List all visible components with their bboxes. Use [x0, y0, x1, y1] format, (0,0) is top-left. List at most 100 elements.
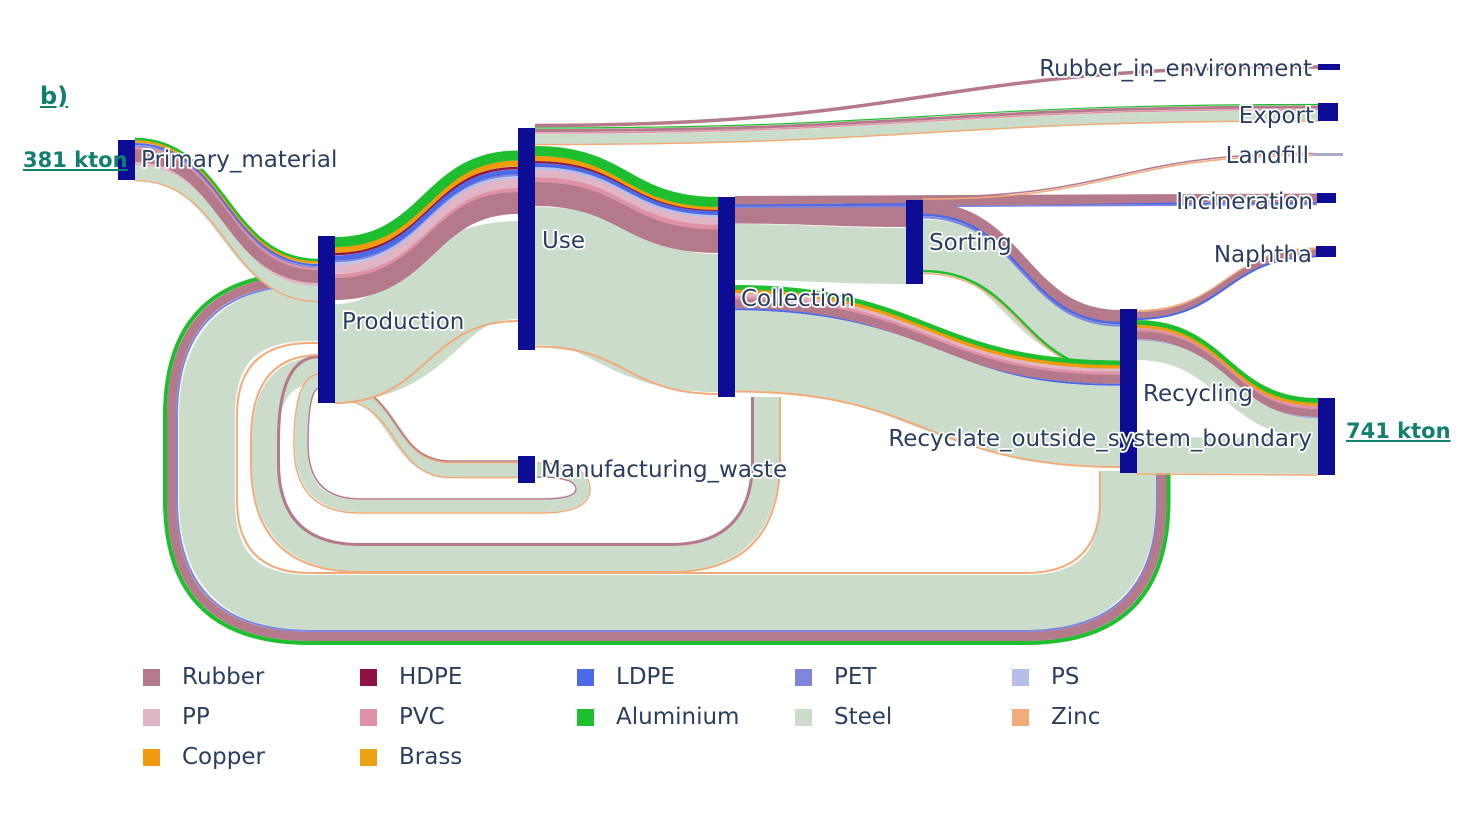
flow-use-to-collection-pp[interactable] — [534, 170, 719, 225]
flow-recycling-to-recyclate-outside-system-boundary-zinc[interactable] — [1135, 473, 1319, 476]
flow-primary-material-to-production-pvc[interactable] — [134, 146, 319, 271]
flow-use-to-collection-steel[interactable] — [532, 207, 721, 392]
flow-use-to-collection-ldpe[interactable] — [534, 163, 719, 215]
flow-recycling-to-recyclate-outside-system-boundary-copper[interactable] — [1135, 325, 1319, 406]
flow-recycling-to-production-pet[interactable] — [176, 284, 1158, 632]
flow-sorting-to-recycling-ldpe[interactable] — [922, 213, 1121, 325]
flow-collection-to-production-steel[interactable] — [252, 357, 779, 571]
flow-primary-material-to-production-aluminium[interactable] — [134, 137, 319, 262]
node-recyclate-outside-system-boundary[interactable] — [1318, 398, 1335, 475]
legend-item-brass[interactable]: Brass — [360, 744, 462, 770]
legend-item-rubber[interactable]: Rubber — [143, 664, 264, 690]
flow-sorting-to-recycling-steel[interactable] — [921, 219, 1122, 370]
node-use[interactable] — [518, 128, 535, 350]
flow-primary-material-to-production-ldpe[interactable] — [134, 143, 319, 266]
flow-sorting-to-landfill-zinc[interactable] — [922, 154, 1314, 200]
flow-recycling-to-recyclate-outside-system-boundary-aluminium[interactable] — [1135, 320, 1319, 403]
node-primary-material[interactable] — [118, 140, 135, 180]
flow-recycling-to-naphtha-ldpe[interactable] — [1135, 255, 1317, 320]
flow-collection-to-incineration-pet[interactable] — [734, 203, 1318, 209]
node-collection[interactable] — [718, 197, 735, 397]
flow-use-to-collection-copper[interactable] — [534, 156, 719, 210]
legend-item-ldpe[interactable]: LDPE — [577, 664, 675, 690]
flow-production-to-use-ps[interactable] — [334, 177, 519, 265]
flow-collection-to-recycling-rubber[interactable] — [734, 299, 1121, 384]
flow-use-to-collection-hdpe[interactable] — [534, 161, 719, 211]
flow-production-to-use-zinc[interactable] — [334, 320, 519, 404]
flow-production-to-use-steel[interactable] — [332, 221, 521, 402]
flow-use-to-collection-ps[interactable] — [534, 167, 719, 218]
flow-production-to-use-pvc[interactable] — [334, 188, 519, 278]
legend-item-copper[interactable]: Copper — [143, 744, 265, 770]
flow-production-to-use-rubber[interactable] — [334, 192, 519, 300]
flow-use-to-export-pvc[interactable] — [534, 108, 1319, 134]
legend-item-zinc[interactable]: Zinc — [1012, 704, 1100, 730]
legend-item-pp[interactable]: PP — [143, 704, 210, 730]
node-export[interactable] — [1318, 103, 1338, 121]
flow-production-to-use-aluminium[interactable] — [334, 150, 519, 247]
node-sorting[interactable] — [906, 200, 923, 284]
node-landfill[interactable] — [1313, 153, 1343, 156]
flow-sorting-to-landfill-rubber[interactable] — [922, 152, 1314, 198]
flow-recycling-to-production-zinc[interactable] — [236, 342, 1101, 574]
flow-recycling-to-naphtha-rubber[interactable] — [1135, 249, 1317, 318]
flow-sorting-to-recycling-pet[interactable] — [922, 216, 1121, 327]
flow-sorting-to-incineration-rubber[interactable] — [922, 198, 1318, 206]
flow-recycling-to-production-rubber[interactable] — [167, 275, 1167, 641]
flow-manufacturing-waste-to-production-steel[interactable] — [294, 375, 590, 512]
flow-recycling-to-production-steel[interactable] — [179, 285, 1156, 631]
flow-collection-to-recycling-steel[interactable] — [734, 310, 1121, 466]
node-rubber-in-environment[interactable] — [1318, 64, 1340, 70]
flow-collection-to-recycling-zinc[interactable] — [734, 390, 1121, 468]
flow-sorting-to-recycling-rubber[interactable] — [922, 202, 1121, 322]
flow-manufacturing-waste-to-production-zinc[interactable] — [293, 373, 591, 514]
legend-item-hdpe[interactable]: HDPE — [360, 664, 462, 690]
flow-collection-to-recycling-copper[interactable] — [734, 289, 1121, 369]
flow-collection-to-recycling-pvc[interactable] — [734, 296, 1121, 375]
flow-recycling-to-recyclate-outside-system-boundary-steel[interactable] — [1135, 340, 1319, 438]
node-recycling[interactable] — [1120, 309, 1137, 473]
node-production[interactable] — [318, 236, 335, 403]
flow-use-to-collection-pvc[interactable] — [534, 177, 719, 230]
legend-item-steel[interactable]: Steel — [795, 704, 892, 730]
flow-recycling-to-recyclate-outside-system-boundary-steel[interactable] — [1135, 437, 1319, 474]
flow-production-to-manufacturing-waste-zinc[interactable] — [334, 398, 518, 479]
flow-production-to-use-pp[interactable] — [334, 179, 519, 274]
flow-use-to-collection-aluminium[interactable] — [534, 146, 719, 207]
flow-production-to-use-copper[interactable] — [334, 160, 519, 253]
flow-recycling-to-recyclate-outside-system-boundary-pvc[interactable] — [1135, 328, 1319, 409]
flow-collection-to-recycling-aluminium[interactable] — [734, 285, 1121, 366]
flow-primary-material-to-production-rubber[interactable] — [134, 149, 319, 283]
flow-use-to-collection-zinc[interactable] — [534, 345, 719, 395]
flow-primary-material-to-production-copper[interactable] — [134, 140, 319, 264]
legend-item-aluminium[interactable]: Aluminium — [577, 704, 739, 730]
flow-recycling-to-production-aluminium[interactable] — [163, 271, 1171, 645]
flow-use-to-export-zinc[interactable] — [534, 120, 1319, 146]
flow-primary-material-to-production-zinc[interactable] — [134, 179, 319, 303]
flow-use-to-export-rubber[interactable] — [534, 105, 1319, 132]
node-naphtha[interactable] — [1316, 246, 1336, 257]
flow-primary-material-to-production-pet[interactable] — [134, 145, 319, 268]
flow-recycling-to-naphtha-zinc[interactable] — [1135, 247, 1317, 312]
flow-primary-material-to-production-steel[interactable] — [134, 164, 319, 301]
flow-use-to-collection-rubber[interactable] — [534, 182, 719, 253]
legend-item-ps[interactable]: PS — [1012, 664, 1079, 690]
flow-manufacturing-waste-to-production-rubber[interactable] — [307, 387, 577, 500]
legend-item-pet[interactable]: PET — [795, 664, 876, 690]
flow-collection-to-recycling-pp[interactable] — [734, 293, 1121, 372]
flow-use-to-export-steel[interactable] — [534, 110, 1319, 144]
flow-production-to-manufacturing-waste-steel[interactable] — [334, 385, 518, 477]
flow-production-to-use-hdpe[interactable] — [334, 166, 519, 256]
flow-production-to-use-pet[interactable] — [334, 174, 519, 263]
flow-use-to-export-aluminium[interactable] — [534, 103, 1319, 129]
flow-collection-to-production-rubber[interactable] — [277, 355, 754, 546]
flow-collection-to-sorting-rubber[interactable] — [734, 203, 907, 227]
flow-use-to-rubber-in-environment-rubber[interactable] — [534, 65, 1319, 128]
node-incineration[interactable] — [1317, 193, 1336, 203]
flow-recycling-to-recyclate-outside-system-boundary-rubber[interactable] — [1135, 331, 1319, 417]
flow-collection-to-sorting-steel[interactable] — [734, 224, 907, 284]
flow-collection-to-incineration-rubber[interactable] — [734, 193, 1318, 204]
flow-collection-to-production-zinc[interactable] — [250, 354, 781, 573]
node-manufacturing-waste[interactable] — [518, 456, 535, 483]
legend-item-pvc[interactable]: PVC — [360, 704, 445, 730]
